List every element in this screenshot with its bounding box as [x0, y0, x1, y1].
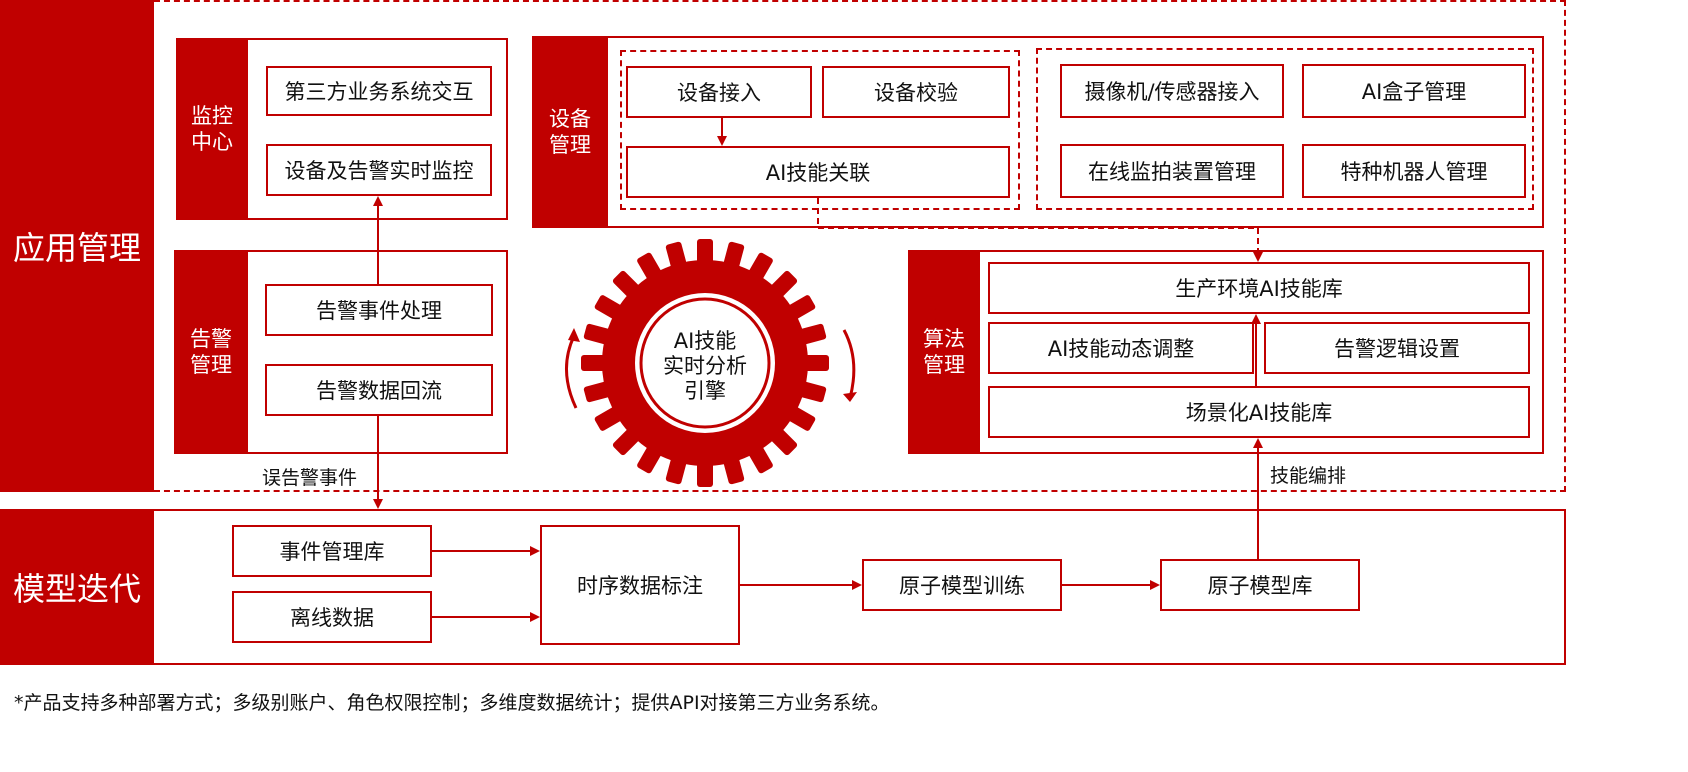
- production-skill-library: 生产环境AI技能库: [988, 262, 1530, 314]
- special-robot-management: 特种机器人管理: [1302, 144, 1526, 198]
- section-model-iteration: 模型迭代: [0, 509, 154, 665]
- ai-skill-association: AI技能关联: [626, 146, 1010, 198]
- engine-gear: [564, 239, 857, 487]
- alarm-event-processing: 告警事件处理: [265, 284, 493, 336]
- footnote: *产品支持多种部署方式；多级别账户、角色权限控制；多维度数据统计；提供API对接…: [14, 692, 890, 714]
- atomic-model-library: 原子模型库: [1160, 559, 1360, 611]
- rotate-arrow-left-head-icon: [568, 328, 580, 342]
- device-left-group: [620, 50, 1020, 210]
- skill-orchestration-label: 技能编排: [1270, 465, 1347, 487]
- ai-box-management: AI盒子管理: [1302, 64, 1526, 118]
- device-right-group: [1036, 48, 1534, 210]
- device-access: 设备接入: [626, 66, 812, 118]
- device-alarm-monitoring: 设备及告警实时监控: [266, 144, 492, 196]
- skill-dynamic-adjust: AI技能动态调整: [988, 322, 1254, 374]
- rotate-arrow-right-icon: [842, 329, 856, 399]
- device-verification: 设备校验: [822, 66, 1010, 118]
- section-app-management: 应用管理: [0, 0, 154, 492]
- association-to-algorithm-arrow: [817, 198, 1263, 262]
- device-management-label: 设备 管理: [532, 36, 608, 228]
- atomic-model-training: 原子模型训练: [862, 559, 1062, 611]
- offline-data: 离线数据: [232, 591, 432, 643]
- third-party-interaction: 第三方业务系统交互: [266, 66, 492, 116]
- timeseries-labeling: 时序数据标注: [540, 525, 740, 645]
- online-monitoring-device-management: 在线监拍装置管理: [1060, 144, 1284, 198]
- alarm-data-backflow: 告警数据回流: [265, 364, 493, 416]
- rotate-arrow-right-head-icon: [843, 392, 857, 402]
- app-management-title: 应用管理: [12, 229, 141, 267]
- event-management-library: 事件管理库: [232, 525, 432, 577]
- app-management-dashed-frame: [154, 0, 1566, 492]
- scene-skill-library: 场景化AI技能库: [988, 386, 1530, 438]
- engine-label: AI技能 实时分析 引擎: [663, 328, 747, 403]
- alarm-management-label: 告警 管理: [174, 250, 248, 454]
- algorithm-management-label: 算法 管理: [908, 250, 980, 454]
- model-iteration-title: 模型迭代: [12, 570, 141, 608]
- monitor-center-label: 监控 中心: [176, 38, 248, 220]
- false-alarm-event-label: 误告警事件: [262, 467, 358, 489]
- rotate-arrow-left-icon: [564, 335, 578, 409]
- camera-sensor-access: 摄像机/传感器接入: [1060, 64, 1284, 118]
- alarm-logic-settings: 告警逻辑设置: [1264, 322, 1530, 374]
